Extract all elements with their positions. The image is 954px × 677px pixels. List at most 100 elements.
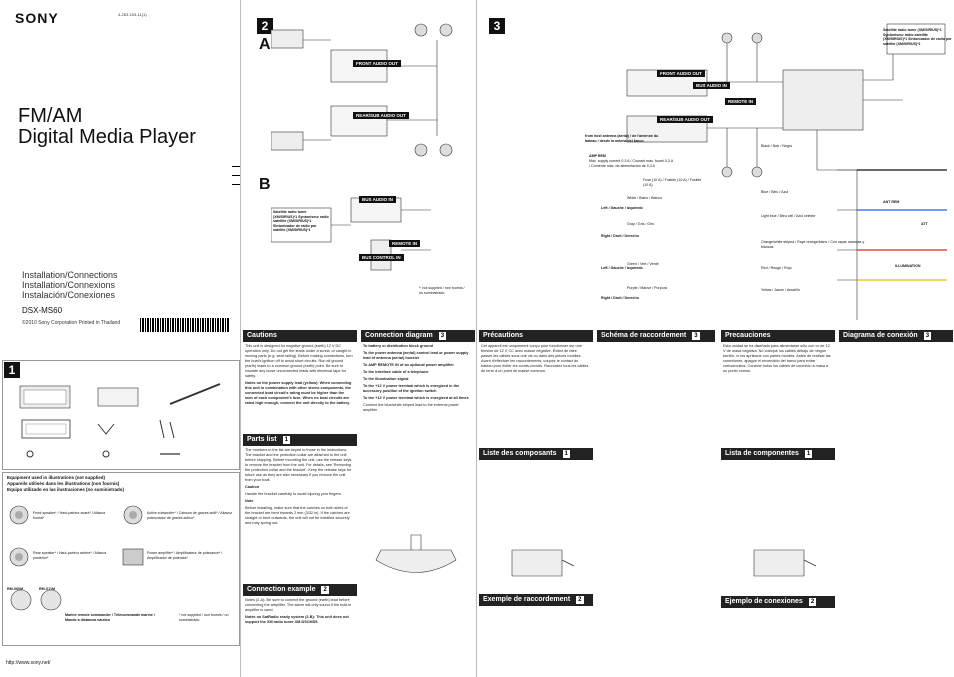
parts-list-number: 1 (282, 436, 290, 444)
column-2: 2 A B FRONT AUDIO OUT REAR/SUB AUDIO OUT… (240, 0, 477, 677)
blue-wire-label: Blue / Bleu / Azul (761, 190, 789, 194)
precautions-title: Précautions (483, 332, 524, 339)
diagram-item: To the +12 V power terminal which is ene… (363, 384, 460, 393)
subsection-a-letter: A (259, 36, 271, 53)
equipment-title-en: Equipment used in illustrations (not sup… (7, 475, 106, 480)
subtitle-es: Instalación/Conexiones (22, 290, 116, 300)
page-title: FM/AM Digital Media Player (18, 106, 196, 148)
schema-raccordement-number: 3 (692, 332, 700, 340)
section-2-number: 2 (257, 18, 273, 34)
bus-audio-in-label-3: BUS AUDIO IN (693, 82, 730, 89)
satellite-note: Notes on SatRadio ready system (2-B): Th… (245, 615, 349, 624)
schema-raccordement-header: Schéma de raccordement 3 (597, 330, 715, 342)
not-supplied-note: * not supplied / non fournis / no sumini… (179, 613, 229, 622)
from-remote-label: from host antenna (aerial) / de l'antenn… (585, 134, 659, 143)
remote-in-label-3: REMOTE IN (725, 98, 757, 105)
caution-label: Caution (245, 485, 260, 489)
remote-model-1: RM-X60M (7, 587, 24, 591)
green-wire-label: Green / Vert / Verde (627, 262, 659, 266)
wiring-diagram (626, 23, 947, 320)
power-amplifier-label: Power amplifier* / Amplificateur de puis… (147, 551, 223, 560)
model-number: DSX-MS60 (22, 306, 63, 315)
white-wire-label: White / Blanc / Blanco (627, 196, 663, 200)
connection-example-text: Notes (2-A): Be sure to connect the grou… (245, 598, 353, 658)
diagram-item: To the power antenna (aerial) control le… (363, 351, 469, 360)
remote-in-label: REMOTE IN (389, 240, 421, 247)
right-label-2: Right / Droit / Derecho (601, 296, 639, 300)
rear-speaker-label: Rear speaker* / Haut-parleur arrière* / … (33, 551, 107, 560)
exemple-raccordement-title: Exemple de raccordement (483, 596, 571, 603)
gray-wire-label: Gray / Gris / Gris (627, 222, 654, 226)
diagrama-conexion-number: 3 (923, 332, 932, 340)
connection-diagram-text: To battery or distribution block ground … (363, 344, 473, 594)
parts-list-header: Parts list 1 (243, 434, 357, 446)
marine-remote-label: Marine remote commander / Télécommande m… (65, 613, 155, 622)
bus-audio-in-label: BUS AUDIO IN (359, 196, 396, 203)
equipment-title-fr: Appareils utilisés dans les illustration… (7, 481, 120, 486)
liste-composants-number: 1 (562, 450, 570, 458)
purple-wire-label: Purple / Mauve / Púrpura (627, 286, 667, 290)
boat-illustration (375, 534, 457, 573)
parts-illustration-panel (2, 360, 240, 470)
equipment-drawing (9, 505, 144, 611)
parts-list-title: Parts list (247, 436, 277, 443)
section-3-number: 3 (489, 18, 505, 34)
precauciones-title: Precauciones (725, 332, 771, 339)
cautions-text: This unit is designed for negative groun… (245, 344, 353, 434)
parts-list-body: The numbers in the list are keyed to tho… (245, 448, 352, 482)
connection-diagram-title: Connection diagram (365, 332, 433, 339)
trim-mark (232, 184, 240, 185)
yellow-wire-label: Yellow / Jaune / Amarillo (761, 288, 800, 292)
left-label-2: Left / Gauche / Izquierdo (601, 266, 643, 270)
subtitle: Installation/Connections Installation/Co… (22, 270, 118, 300)
sony-logo: SONY (15, 10, 59, 26)
orange-white-wire-label: Orange/white striped / Rayé orange/blanc… (761, 240, 865, 249)
trim-mark (232, 175, 240, 176)
front-speaker-label: Front speaker* / Haut-parleur avant* / A… (33, 511, 106, 520)
right-label-1: Right / Droit / Derecho (601, 234, 639, 238)
ejemplo-conexiones-title: Ejemplo de conexiones (725, 598, 803, 605)
precauciones-text: Esta unidad se ha diseñado para alimenta… (723, 344, 831, 373)
precautions-header: Précautions (479, 330, 593, 342)
fuse-label: Fuse (10 A) / Fusible (10 A) / Fusible (… (643, 178, 702, 187)
trim-mark (232, 166, 240, 167)
lista-componentes-title: Lista de componentes (725, 450, 799, 457)
precautions-text: Cet appareil est uniquement conçu pour f… (481, 344, 589, 373)
diagrama-conexion-title: Diagrama de conexión (843, 332, 918, 339)
connection-example-number: 2 (321, 586, 329, 594)
sony-url[interactable]: http://www.sony.net/ (6, 660, 51, 666)
black-wire-label: Black / Noir / Negro (761, 144, 793, 148)
schema-raccordement-title: Schéma de raccordement (601, 332, 687, 339)
title-line-2: Digital Media Player (18, 126, 196, 148)
red-wire-label: Red / Rouge / Rojo (761, 266, 792, 270)
diagram-item: To the +12 V power terminal which is ene… (363, 396, 469, 400)
section-1-number: 1 (4, 362, 20, 378)
rear-sub-audio-out-label: REAR/SUB AUDIO OUT (353, 112, 409, 119)
cautions-title: Cautions (247, 332, 277, 339)
subtitle-fr: Installation/Connexions (22, 280, 116, 290)
power-notes: Notes on the power supply lead (yellow):… (245, 381, 352, 405)
bracket-drawing-es (753, 549, 817, 577)
att-label: ATT (921, 222, 928, 226)
diagram-item: To the illumination signal (363, 377, 409, 381)
remote-model-2: RM-X11M (39, 587, 55, 591)
connection-example-header: Connection example 2 (243, 584, 357, 596)
note-body: Before installing, make sure that the ca… (245, 506, 350, 525)
note-label: Note (245, 499, 254, 503)
equipment-panel: Equipment used in illustrations (not sup… (2, 472, 240, 646)
front-audio-out-label-3: FRONT AUDIO OUT (657, 70, 705, 77)
connection-example-title: Connection example (247, 586, 316, 593)
active-subwoofer-label: Active subwoofer* / Caisson de graves ac… (147, 511, 233, 520)
bus-control-in-label: BUS CONTROL IN (359, 254, 404, 261)
diagram-item: To AMP REMOTE IN of an optional power am… (363, 363, 454, 367)
satellite-tuner-label: Satellite radio tuner (XM/SIRIUS)*1 Synt… (273, 210, 329, 232)
diagram-item: To the interface cable of a telephone (363, 370, 429, 374)
column-1: SONY 4-263-153-11(1) FM/AM Digital Media… (0, 0, 240, 677)
diagrama-conexion-header: Diagrama de conexión 3 (839, 330, 953, 342)
front-audio-out-label: FRONT AUDIO OUT (353, 60, 401, 67)
subsection-b-letter: B (259, 176, 271, 193)
precauciones-header: Precauciones (721, 330, 835, 342)
